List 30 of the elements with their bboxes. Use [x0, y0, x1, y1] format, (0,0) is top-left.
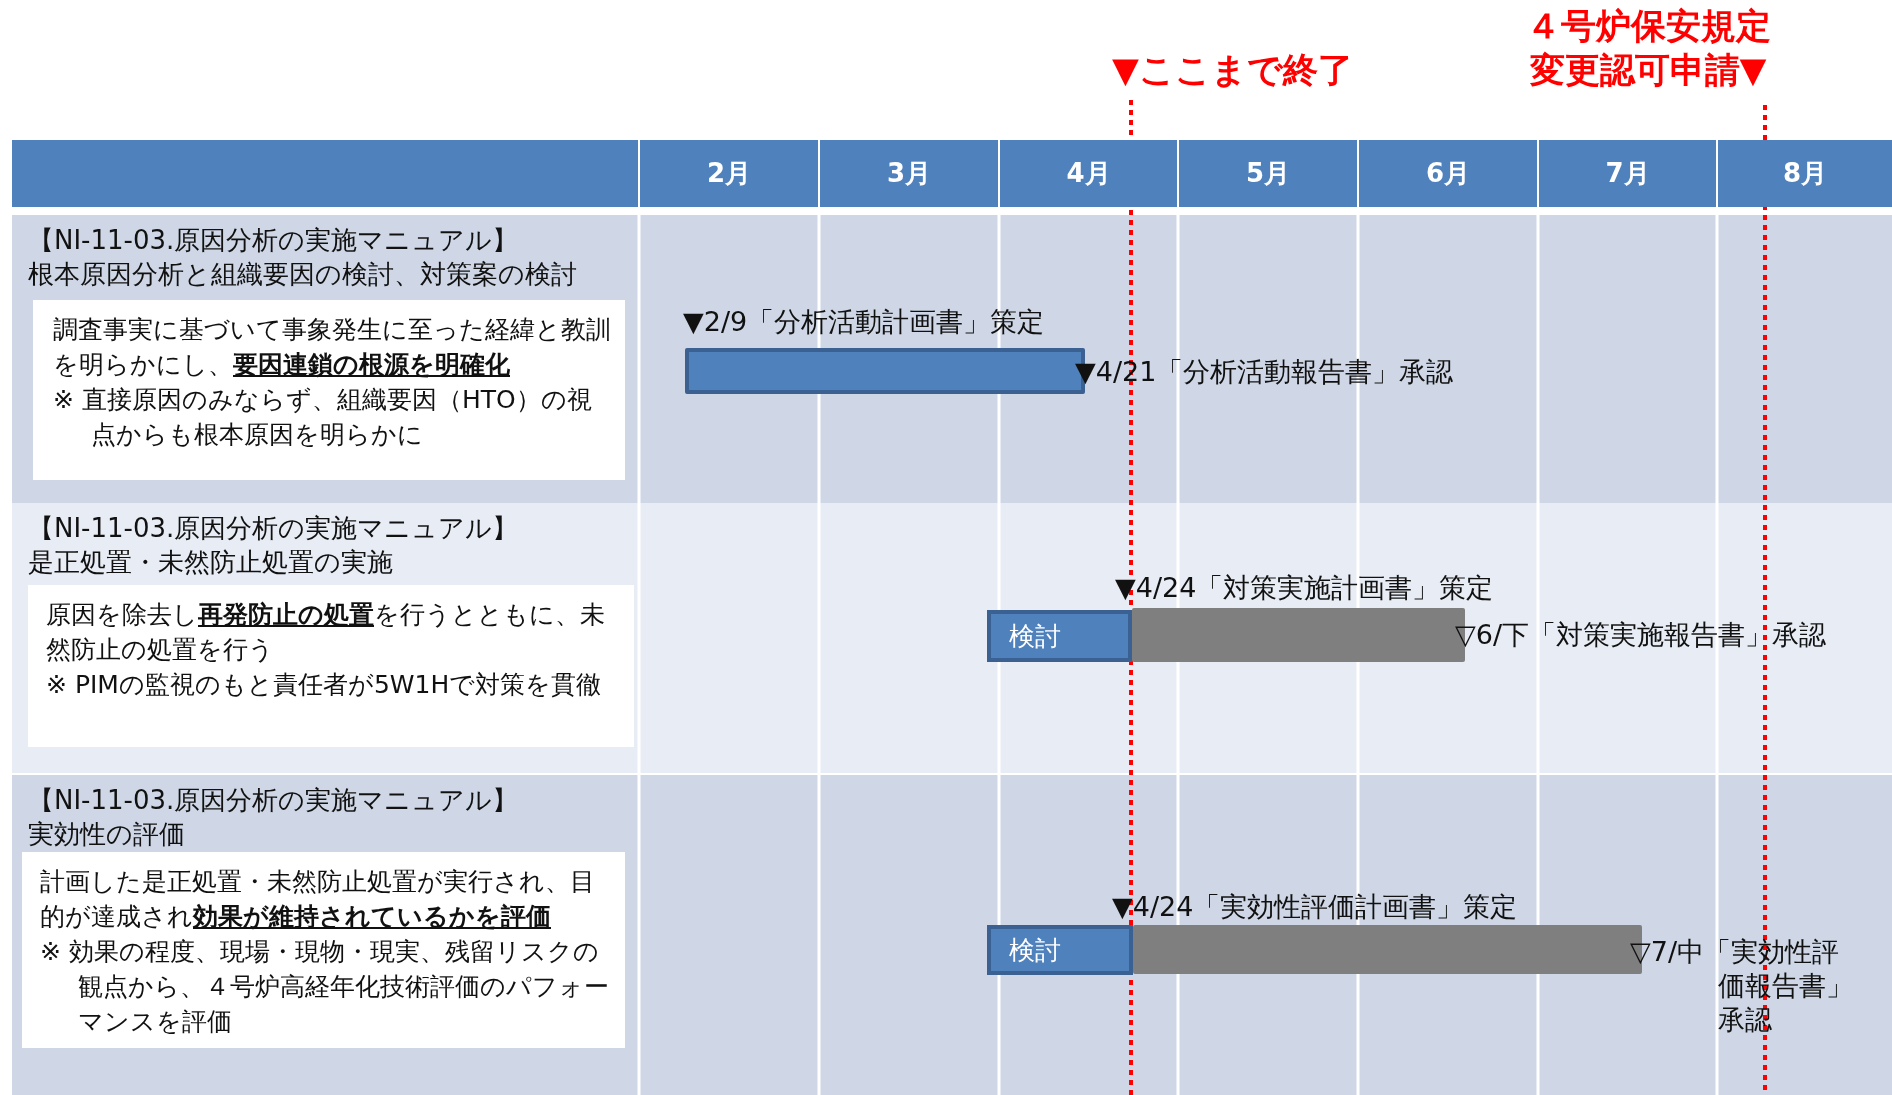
description-text: 調査事実に基づいて事象発生に至った経緯と教訓を明らかにし、要因連鎖の根源を明確化 — [53, 314, 612, 381]
heading-text: 【NI-11-03.原因分析の実施マニュアル】 — [28, 224, 519, 257]
milestone-label: ▼2/9「分析活動計画書」策定 — [683, 305, 1045, 339]
task-box: 検討 — [987, 925, 1133, 975]
milestone-note: ４号炉保安規定変更認可申請▼ — [1524, 5, 1772, 92]
milestone-label: ▼4/24「実効性評価計画書」策定 — [1112, 890, 1518, 924]
month-header-cell: 4月 — [1000, 140, 1177, 207]
month-header-cell: 3月 — [820, 140, 998, 207]
note-text: ※ 効果の程度、現場・現物・現実、残留リスクの観点から、４号炉高経年化技術評価のパフォーマンスを評価 — [40, 936, 610, 1038]
note-text: ※ PIMの監視のもと責任者が5W1Hで対策を貫徹 — [46, 669, 603, 701]
month-header-cell: 8月 — [1718, 140, 1892, 207]
month-header-cell: 6月 — [1359, 140, 1537, 207]
milestone-label: ▼4/24「対策実施計画書」策定 — [1115, 571, 1494, 605]
heading-text: 【NI-11-03.原因分析の実施マニュアル】 — [28, 512, 519, 545]
heading-text: 根本原因分析と組織要因の検討、対策案の検討 — [28, 258, 577, 291]
milestone-note: ▼ここまで終了 — [1112, 49, 1353, 92]
month-header-cell: 7月 — [1539, 140, 1716, 207]
month-header-cell: 2月 — [640, 140, 818, 207]
description-box — [33, 300, 625, 480]
note-text: ※ 直接原因のみならず、組織要因（HTO）の視点からも根本原因を明らかに — [53, 384, 593, 451]
description-text: 原因を除去し再発防止の処置を行うとともに、未然防止の処置を行う — [46, 599, 606, 666]
heading-text: 実効性の評価 — [28, 818, 185, 851]
heading-text: 是正処置・未然防止処置の実施 — [28, 546, 393, 579]
heading-text: 【NI-11-03.原因分析の実施マニュアル】 — [28, 784, 519, 817]
month-header-cell: 5月 — [1179, 140, 1357, 207]
milestone-label: ▽6/下「対策実施報告書」承認 — [1455, 618, 1827, 652]
milestone-label: ▽7/中「実効性評価報告書」承認 — [1630, 935, 1854, 1037]
description-text: 計画した是正処置・未然防止処置が実行され、目的が達成され効果が維持されているかを評価 — [40, 866, 596, 933]
description-box — [22, 852, 625, 1048]
task-box: 検討 — [987, 610, 1132, 662]
